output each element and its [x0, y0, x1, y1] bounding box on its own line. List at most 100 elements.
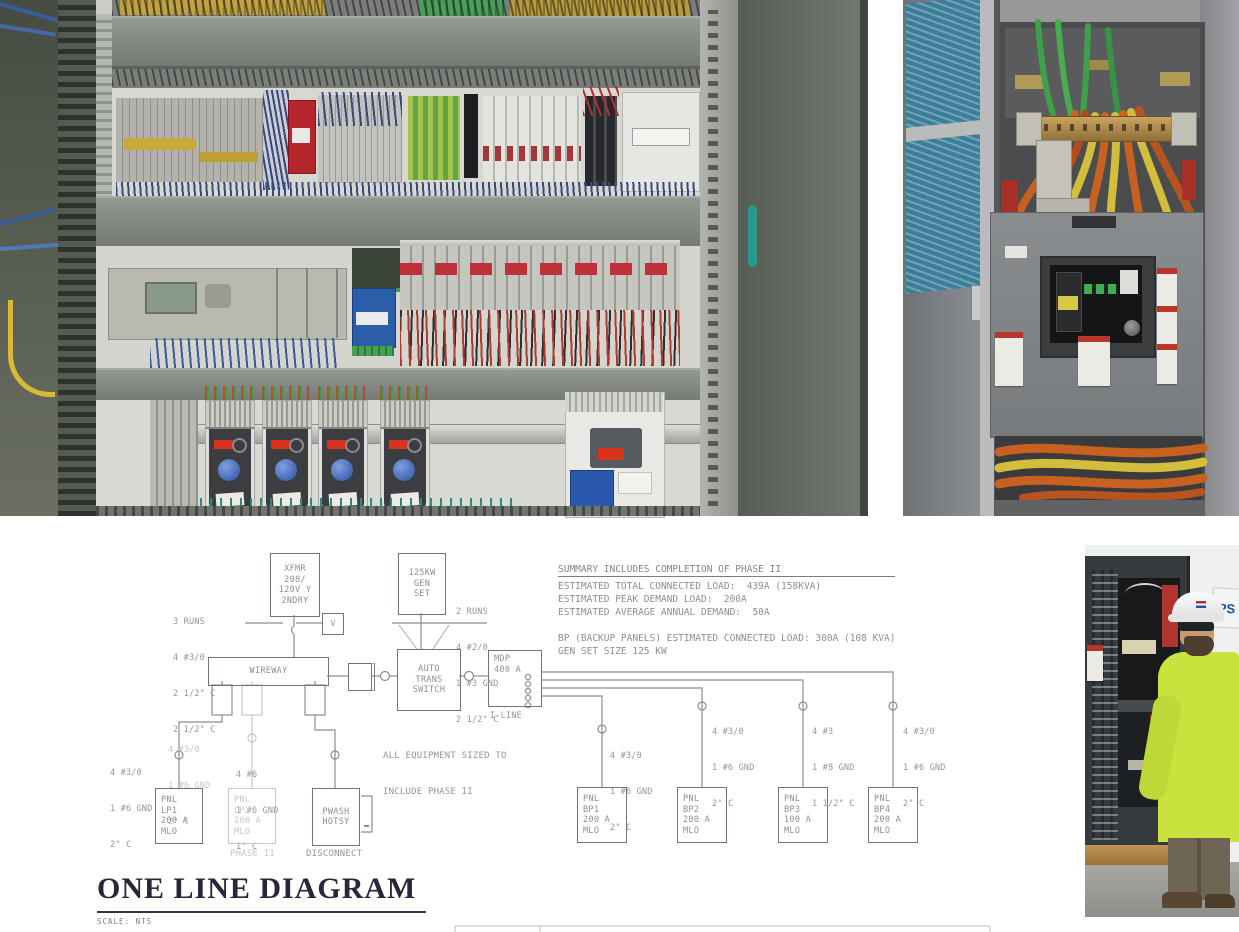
feeder-line: 2 RUNS: [456, 607, 488, 617]
wires-blue-under-plc: [150, 338, 340, 368]
vfd-keypad: [331, 459, 353, 481]
feeder-line: 4 #3/0: [903, 727, 935, 737]
feeder-line: 4 #3/0: [712, 727, 744, 737]
feeder-line: 1 #6 GND: [712, 763, 755, 773]
ground-bracket: [1036, 140, 1072, 208]
panel-line: PNL: [161, 795, 178, 805]
vfd-keypad: [218, 459, 240, 481]
one-line-diagram[interactable]: XFMR 208/ 120V Y 2NDRY V 125KW GEN SET W…: [0, 530, 1010, 932]
panel-line: BP4: [874, 804, 891, 815]
xfmr-line: 2NDRY: [281, 595, 309, 606]
mdp-box: MDP 400 A: [488, 650, 542, 707]
red-standoff: [1182, 160, 1196, 200]
brass-clamp: [1015, 75, 1045, 89]
feeder-line: 4 #2/0: [456, 643, 488, 653]
feeder-line: 2 1/2" C: [173, 725, 216, 735]
breaker-status-leds: [1084, 284, 1118, 294]
cabinet-wall-right: [1200, 0, 1239, 516]
summary-line: ESTIMATED TOTAL CONNECTED LOAD: 439A (15…: [558, 581, 822, 592]
cabinet-edge-dark: [860, 0, 868, 516]
panel-line: PNL: [784, 794, 801, 804]
panel-bp2: PNL BP2 200 A MLO: [677, 787, 727, 843]
worker-boot: [1205, 894, 1235, 908]
feeder-line: 4 #3/0: [110, 768, 142, 778]
connector-black: [464, 94, 478, 178]
warning-label: [1078, 336, 1110, 386]
transformer-box: XFMR 208/ 120V Y 2NDRY: [270, 553, 320, 617]
xfmr-feeder-note: 3 RUNS 4 #3/0 2 1/2" C 2 1/2" C: [173, 592, 216, 760]
panel-line: BP2: [683, 804, 700, 815]
relay-terminal-row: [400, 246, 680, 310]
spec-label: [1005, 246, 1027, 258]
panel-hotsy: PWASH HOTSY: [312, 788, 360, 846]
feeder-line: 2 1/2" C: [173, 689, 216, 699]
drive-label: [618, 472, 652, 494]
frame-rail-left: [58, 0, 96, 516]
summary-line: ESTIMATED AVERAGE ANNUAL DEMAND: 50A: [558, 607, 770, 618]
wire-bundle-blue: [263, 90, 289, 190]
vfd-faceplate: [322, 429, 364, 509]
vfd-wiring: [205, 386, 253, 401]
enclosure-label: [1087, 645, 1103, 681]
power-supply-label: [356, 312, 388, 325]
panel-line: 200 A: [874, 815, 902, 825]
wires-under-row1: [116, 182, 696, 198]
panel-line: MLO: [874, 825, 891, 836]
summary-backup-line: GEN SET SIZE 125 KW: [558, 646, 667, 657]
relay-red-labels: [400, 263, 680, 275]
red-standoff: [1002, 180, 1018, 214]
relay-label: [292, 128, 310, 143]
feeder-line: 4 #3/0: [173, 653, 205, 663]
summary-block: SUMMARY INCLUDES COMPLETION OF PHASE II …: [558, 563, 896, 658]
photo-worker[interactable]: PS: [1085, 545, 1239, 917]
vfd-keypad: [393, 459, 415, 481]
vfd-wiring: [262, 386, 310, 401]
feeder-line: 1 #6 GND: [168, 781, 211, 791]
panel-line: MLO: [234, 826, 251, 837]
breaker-rotary-knob: [1124, 320, 1140, 336]
ats-line: AUTO: [418, 664, 440, 675]
lp2-feeder-note: 4 #3/0 1 #6 GND 2" C: [168, 720, 211, 852]
panel-line: BP3: [784, 804, 801, 815]
vfd-drive: [262, 400, 312, 514]
equipment-note-line: ALL EQUIPMENT SIZED TO: [383, 751, 507, 761]
terminal-stack: [150, 400, 198, 510]
panel-line: MLO: [583, 825, 600, 836]
panel-line: 200 A: [683, 815, 711, 825]
pants-seam: [1197, 838, 1201, 900]
vfd-drive: [318, 400, 368, 514]
brass-clamp: [1160, 72, 1190, 86]
duct-cover-top: [112, 16, 737, 69]
frame-rail-right-slots: [708, 10, 718, 506]
warning-label: [1157, 344, 1177, 384]
vfd-keypad: [275, 459, 297, 481]
feeder-line: 2" C: [110, 840, 132, 850]
breaker-side-label: [1120, 270, 1138, 294]
plc-module-seams: [248, 268, 345, 338]
feeder-line: 1 #6 GND: [236, 806, 279, 816]
disconnect-note: DISCONNECT: [306, 849, 363, 859]
wires-red-black: [400, 310, 680, 366]
feeder-line: 4 #3/0: [610, 751, 642, 761]
photo-switchgear[interactable]: [903, 0, 1239, 516]
feeder-line: 2" C: [712, 799, 734, 809]
vfd-vents: [319, 401, 367, 429]
photo-control-panel[interactable]: [0, 0, 868, 518]
vfd-display: [389, 440, 409, 449]
gen-feeder-note: 2 RUNS 4 #2/0 1 #3 GND 2 1/2" C: [456, 582, 499, 750]
feeder-line: 2" C: [903, 799, 925, 809]
wire-bundle-blue: [318, 92, 402, 126]
summary-line: ESTIMATED PEAK DEMAND LOAD: 200A: [558, 594, 747, 605]
feeder-line: 2" C: [168, 817, 190, 827]
pull-wire: [1125, 583, 1165, 605]
feeder-line: 3 RUNS: [173, 617, 205, 627]
panel-line: PNL: [583, 794, 600, 804]
panel-line: PNL: [234, 795, 251, 805]
vfd-faceplate: [209, 429, 251, 509]
vfd-drive: [205, 400, 255, 514]
wireway-box: WIREWAY: [208, 657, 329, 686]
spec-label-dark: [1072, 216, 1116, 228]
panel-line: MLO: [683, 825, 700, 836]
bus-end-bracket: [1171, 112, 1197, 146]
panel-line: LP2: [234, 805, 251, 816]
